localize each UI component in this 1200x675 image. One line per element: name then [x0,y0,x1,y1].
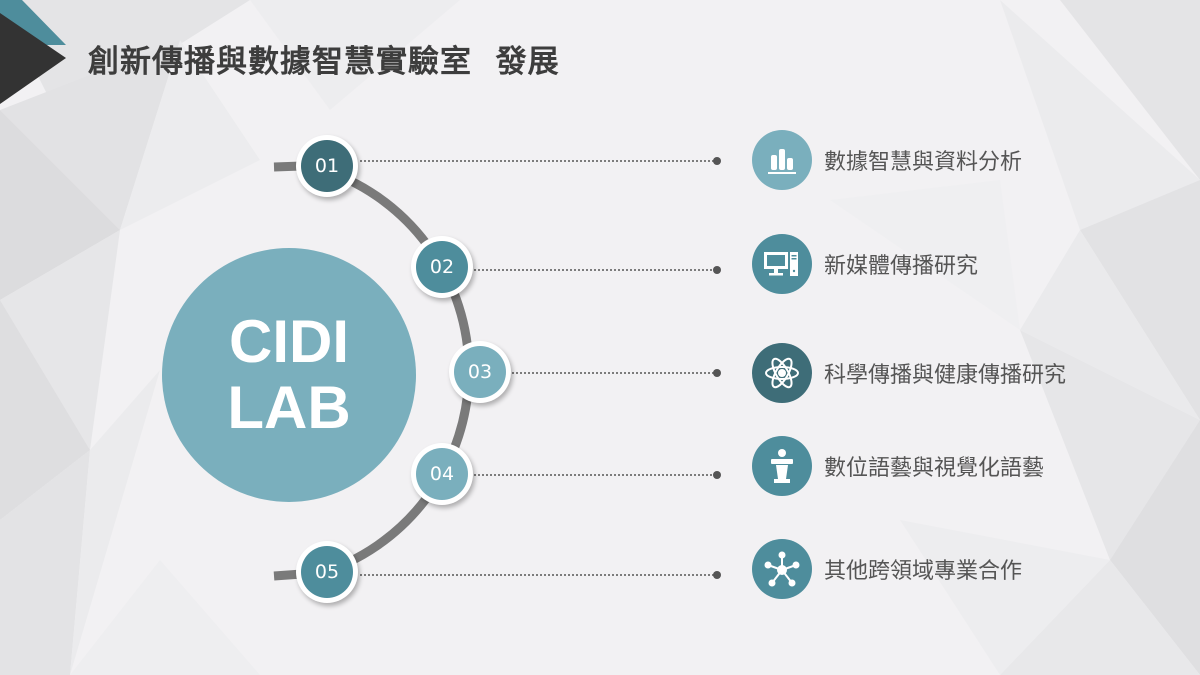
list-item-new-media[interactable]: 新媒體傳播研究 [752,234,978,294]
list-item-digital-rhetoric[interactable]: 數位語藝與視覺化語藝 [752,436,1044,496]
step-number: 02 [416,241,468,293]
list-item-cross-domain[interactable]: 其他跨領域專業合作 [752,539,1022,599]
cidi-lab-hub-circle: CIDI LAB [162,248,416,502]
step-number: 03 [454,346,506,398]
item-label: 數據智慧與資料分析 [824,150,1023,175]
list-item-data-analytics[interactable]: 數據智慧與資料分析 [752,130,1022,190]
item-label: 其他跨領域專業合作 [824,559,1023,584]
step-node-02[interactable]: 02 [411,236,473,298]
step-node-03[interactable]: 03 [449,341,511,403]
list-item-science-health-comm[interactable]: 科學傳播與健康傳播研究 [752,343,1066,403]
item-label: 數位語藝與視覺化語藝 [824,456,1045,481]
hub-label-line1: CIDI [229,308,349,375]
step-node-01[interactable]: 01 [296,135,358,197]
bar-chart-icon [752,130,812,190]
step-number: 01 [301,140,353,192]
step-number: 05 [301,546,353,598]
atom-icon [752,343,812,403]
item-label: 科學傳播與健康傳播研究 [824,363,1067,388]
page-title: 創新傳播與數據智慧實驗室 發展 [88,44,560,80]
step-node-04[interactable]: 04 [411,443,473,505]
step-number: 04 [416,448,468,500]
step-node-05[interactable]: 05 [296,541,358,603]
corner-triangle-decoration [0,0,66,104]
network-nodes-icon [752,539,812,599]
podium-speaker-icon [752,436,812,496]
desktop-computer-icon [752,234,812,294]
hub-label-line2: LAB [227,374,351,441]
item-label: 新媒體傳播研究 [824,254,979,279]
